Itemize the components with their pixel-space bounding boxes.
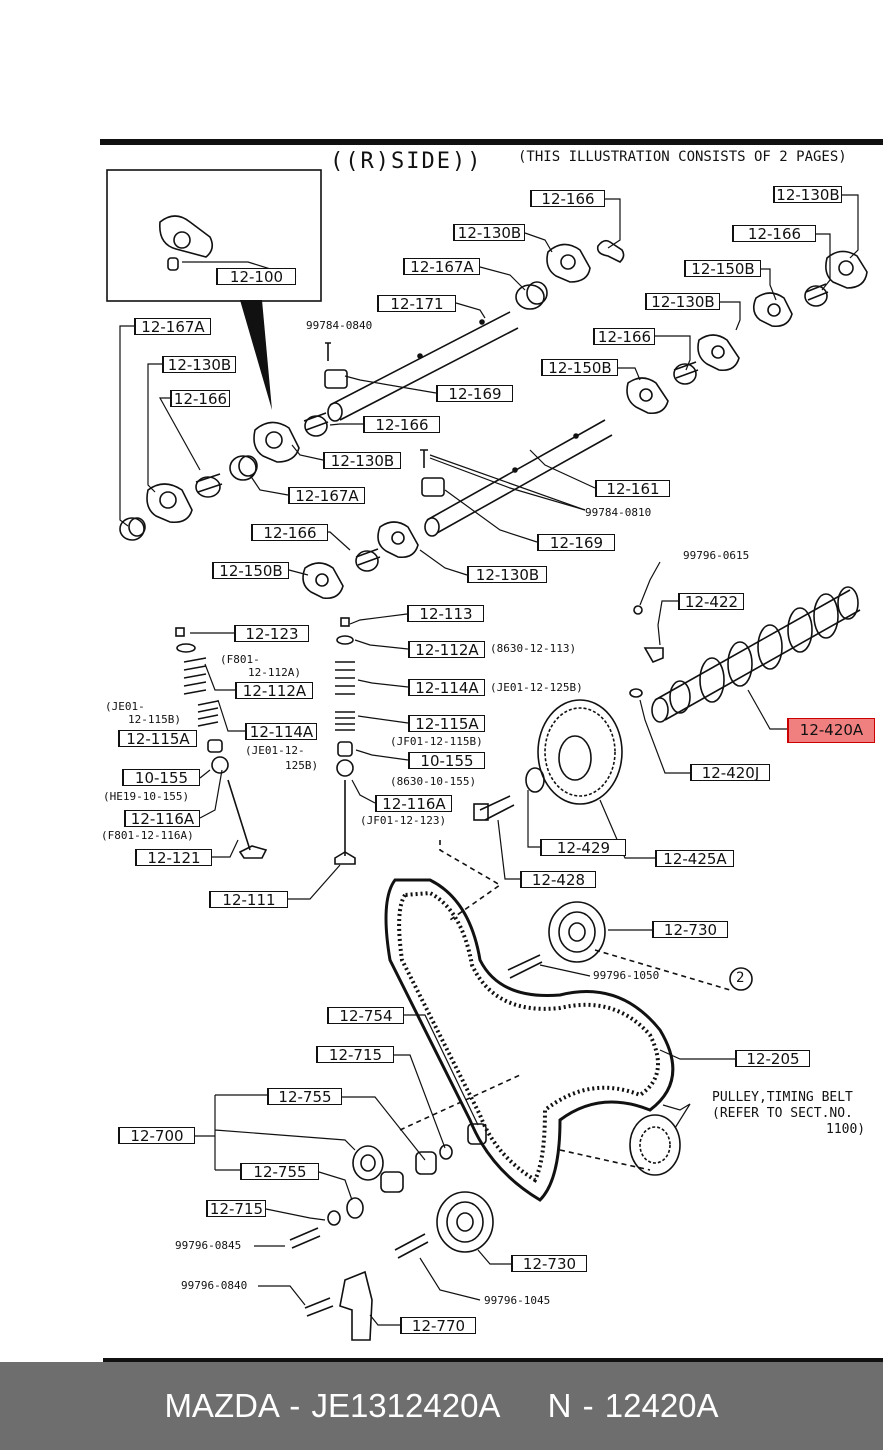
label-12-115a[interactable]: 12-115A <box>118 730 197 748</box>
ref-99796-0840: 99796-0840 <box>181 1279 248 1292</box>
label-12-130b[interactable]: 12-130B <box>467 566 547 584</box>
label-12-111[interactable]: 12-111 <box>209 891 288 909</box>
label-12-754[interactable]: 12-754 <box>327 1007 404 1025</box>
label-12-100[interactable]: 12-100 <box>216 268 296 286</box>
label-12-130b[interactable]: 12-130B <box>773 186 842 204</box>
label-12-113[interactable]: 12-113 <box>407 605 484 623</box>
label-12-150b[interactable]: 12-150B <box>541 359 618 377</box>
circled-number-2: 2 <box>736 970 745 986</box>
label-12-755[interactable]: 12-755 <box>267 1088 342 1106</box>
label-12-171[interactable]: 12-171 <box>377 295 456 313</box>
label-12-166[interactable]: 12-166 <box>732 225 816 243</box>
ref-99796-0845: 99796-0845 <box>175 1239 242 1252</box>
label-12-422[interactable]: 12-422 <box>678 593 744 611</box>
label-12-112a[interactable]: 12-112A <box>408 641 485 659</box>
label-12-166[interactable]: 12-166 <box>251 524 328 542</box>
pages-note: (THIS ILLUSTRATION CONSISTS OF 2 PAGES) <box>518 149 847 165</box>
pulley-note-line2: (REFER TO SECT.NO. <box>712 1106 853 1121</box>
label-12-420a-highlighted[interactable]: 12-420A <box>787 718 875 743</box>
label-12-112a[interactable]: 12-112A <box>235 682 313 700</box>
label-12-420j[interactable]: 12-420J <box>690 764 770 782</box>
label-12-770[interactable]: 12-770 <box>400 1317 476 1335</box>
label-12-123[interactable]: 12-123 <box>234 625 309 643</box>
label-12-715[interactable]: 12-715 <box>206 1200 266 1218</box>
label-10-155[interactable]: 10-155 <box>122 769 200 787</box>
label-12-429[interactable]: 12-429 <box>540 839 626 857</box>
diagram-drawing <box>100 139 883 1362</box>
ref-je01-12-cont: 125B) <box>285 759 319 772</box>
label-12-114a[interactable]: 12-114A <box>408 679 485 697</box>
label-12-166[interactable]: 12-166 <box>363 416 440 434</box>
ref-je01-12: (JE01-12- <box>245 744 305 757</box>
ref-f801: (F801- <box>220 653 260 666</box>
label-12-130b[interactable]: 12-130B <box>453 224 525 242</box>
label-12-425a[interactable]: 12-425A <box>655 850 734 868</box>
diagram-title: ((R)SIDE)) <box>330 149 483 174</box>
label-12-150b[interactable]: 12-150B <box>684 260 761 278</box>
label-12-755[interactable]: 12-755 <box>240 1163 319 1181</box>
label-12-116a[interactable]: 12-116A <box>124 810 200 828</box>
label-12-114a[interactable]: 12-114A <box>245 723 317 741</box>
ref-8630-12-113: (8630-12-113) <box>490 642 577 655</box>
brand-part-number: MAZDA - JE1312420A <box>164 1387 501 1424</box>
label-12-166[interactable]: 12-166 <box>593 328 655 346</box>
ref-f801-cont: 12-112A) <box>248 666 301 679</box>
ref-99784-0840: 99784-0840 <box>306 319 373 332</box>
ref-99784-0810: 99784-0810 <box>585 506 652 519</box>
label-12-116a[interactable]: 12-116A <box>375 795 452 813</box>
label-12-130b[interactable]: 12-130B <box>323 452 401 470</box>
ref-he19-10-155: (HE19-10-155) <box>103 790 190 803</box>
label-12-121[interactable]: 12-121 <box>135 849 212 867</box>
ref-f801-12-116a: (F801-12-116A) <box>101 829 194 842</box>
parts-diagram: ((R)SIDE)) (THIS ILLUSTRATION CONSISTS O… <box>100 139 883 1362</box>
ref-8630-10-155: (8630-10-155) <box>390 775 477 788</box>
label-12-150b[interactable]: 12-150B <box>212 562 289 580</box>
ref-je01: (JE01- <box>105 700 145 713</box>
label-12-166[interactable]: 12-166 <box>530 190 605 208</box>
label-12-115a[interactable]: 12-115A <box>408 715 485 733</box>
label-12-428[interactable]: 12-428 <box>520 871 596 889</box>
label-12-167a[interactable]: 12-167A <box>288 487 365 505</box>
ref-je01-cont: 12-115B) <box>128 713 181 726</box>
label-12-166[interactable]: 12-166 <box>170 390 230 408</box>
label-12-730[interactable]: 12-730 <box>652 921 728 939</box>
ref-jf01-12-115b: (JF01-12-115B) <box>390 735 483 748</box>
part-number-footer: MAZDA - JE1312420A N - 12420A <box>0 1362 883 1450</box>
label-12-161[interactable]: 12-161 <box>595 480 670 498</box>
ref-jf01-12-123: (JF01-12-123) <box>360 814 447 827</box>
label-12-700[interactable]: 12-700 <box>118 1127 195 1145</box>
ref-99796-1050: 99796-1050 <box>593 969 660 982</box>
label-12-130b[interactable]: 12-130B <box>162 356 236 374</box>
label-10-155[interactable]: 10-155 <box>408 752 485 770</box>
catalog-number: N - 12420A <box>547 1387 719 1424</box>
ref-je01-12-125b: (JE01-12-125B) <box>490 681 583 694</box>
label-12-730[interactable]: 12-730 <box>511 1255 587 1273</box>
label-12-169[interactable]: 12-169 <box>436 385 513 403</box>
label-12-167a[interactable]: 12-167A <box>134 318 211 336</box>
label-12-130b[interactable]: 12-130B <box>645 293 720 311</box>
label-12-169[interactable]: 12-169 <box>537 534 615 552</box>
ref-99796-0615: 99796-0615 <box>683 549 750 562</box>
label-12-205[interactable]: 12-205 <box>735 1050 810 1068</box>
label-12-715[interactable]: 12-715 <box>316 1046 394 1064</box>
pulley-note-line1: PULLEY,TIMING BELT <box>712 1090 853 1105</box>
pulley-note-line3: 1100) <box>826 1122 866 1137</box>
ref-99796-1045: 99796-1045 <box>484 1294 551 1307</box>
label-12-167a[interactable]: 12-167A <box>403 258 480 276</box>
